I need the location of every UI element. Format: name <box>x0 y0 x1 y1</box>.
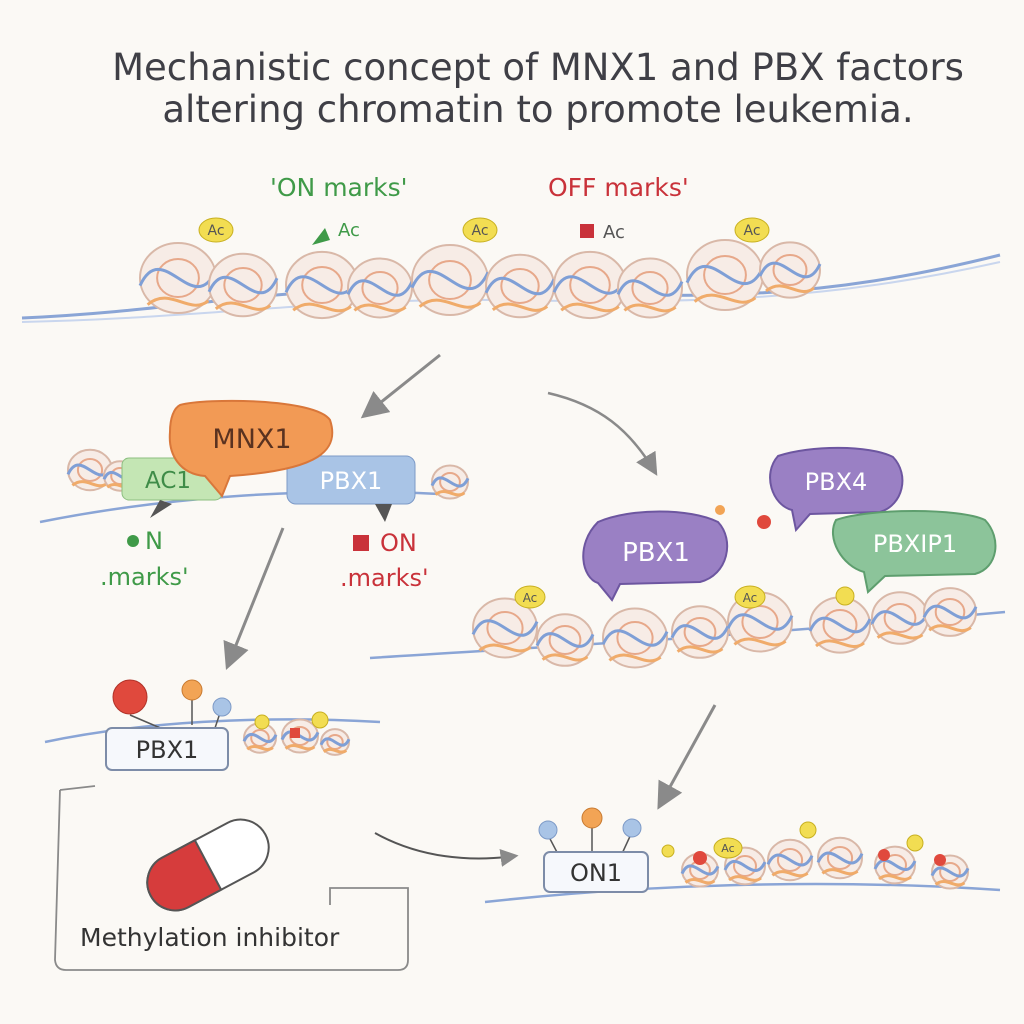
left-complex: AC1 PBX1 MNX1 <box>39 399 470 524</box>
off-marks-label: OFF marks' <box>548 173 689 202</box>
top-chromatin <box>21 239 1001 323</box>
svg-text:Ac: Ac <box>603 222 625 243</box>
pbx4-label: PBX4 <box>805 468 868 496</box>
ac-mark: Ac <box>462 217 498 243</box>
arrow-inhibitor-to-on1 <box>374 832 519 867</box>
nucleosome <box>766 838 814 882</box>
nucleosome <box>808 596 872 654</box>
pbxip1-label: PBXIP1 <box>873 530 957 558</box>
nucleosome <box>670 605 730 659</box>
right-complex: Ac Ac PBX1 PBX4 PBXIP1 <box>369 446 1006 669</box>
ac-mark: Ac <box>312 220 360 245</box>
mnx1-label: MNX1 <box>212 424 291 455</box>
nucleosome <box>430 464 470 500</box>
nucleosome <box>816 836 864 880</box>
svg-text:Ac: Ac <box>523 591 538 605</box>
nucleosome <box>207 252 279 318</box>
ac1-label: AC1 <box>145 468 191 494</box>
svg-text:Ac: Ac <box>338 220 360 241</box>
methylation-inhibitor-label: Methylation inhibitor <box>80 923 340 952</box>
pbx1-site: PBX1 <box>44 679 381 771</box>
on-marks-label: 'ON marks' <box>270 173 408 202</box>
title-line-2: altering chromatin to promote leukemia. <box>162 88 913 131</box>
svg-text:.marks': .marks' <box>100 563 189 591</box>
svg-text:Ac: Ac <box>207 223 224 239</box>
title-line-1: Mechanistic concept of MNX1 and PBX fact… <box>112 46 964 89</box>
ac-mark: Ac <box>580 222 625 243</box>
svg-text:N: N <box>145 527 163 555</box>
capsule-icon <box>146 818 270 912</box>
bottom-pbx1-label: PBX1 <box>136 736 199 764</box>
nucleosome <box>685 239 765 311</box>
svg-text:Ac: Ac <box>721 842 734 855</box>
pbx1-box <box>286 455 416 505</box>
on1-site: Ac ON1 <box>484 807 1001 904</box>
ac-mark: Ac <box>514 585 546 609</box>
bottom-pbx1-box <box>105 727 229 771</box>
ac-mark: Ac <box>713 837 743 859</box>
arrow-to-on1-site <box>657 704 717 810</box>
nucleosome <box>552 250 628 320</box>
arrow-to-right-complex <box>547 391 658 476</box>
off-marks-indicator-left: ON .marks' <box>340 529 429 592</box>
right-pbx1-label: PBX1 <box>622 538 690 568</box>
nucleosome <box>471 597 539 659</box>
inhibitor-panel: Methylation inhibitor <box>54 785 409 971</box>
arrow-to-left-complex <box>360 353 441 419</box>
nucleosome <box>319 728 351 756</box>
nucleosome <box>535 613 595 667</box>
nucleosome <box>758 241 822 299</box>
svg-text:Ac: Ac <box>743 591 758 605</box>
nucleosome <box>346 257 414 319</box>
on-marks-indicator-left: N .marks' <box>100 527 189 591</box>
svg-text:Ac: Ac <box>743 223 760 239</box>
nucleosome <box>242 722 278 754</box>
svg-text:Ac: Ac <box>471 223 488 239</box>
nucleosome <box>410 244 490 316</box>
nucleosome <box>922 587 978 637</box>
arrow-to-pbx1-site <box>223 527 285 671</box>
svg-text:.marks': .marks' <box>340 564 429 592</box>
nucleosome <box>870 591 930 645</box>
nucleosome <box>616 257 684 319</box>
nucleosome <box>484 253 556 319</box>
ac-mark: Ac <box>734 585 766 609</box>
ac-mark: Ac <box>198 217 234 243</box>
nucleosome <box>138 242 218 314</box>
pbx1-label: PBX1 <box>320 467 383 495</box>
on1-label: ON1 <box>570 859 622 887</box>
on1-box <box>543 851 649 893</box>
nucleosome <box>601 607 669 669</box>
ac-mark: Ac <box>734 217 770 243</box>
nucleosome <box>873 845 917 885</box>
svg-text:ON: ON <box>380 529 417 557</box>
